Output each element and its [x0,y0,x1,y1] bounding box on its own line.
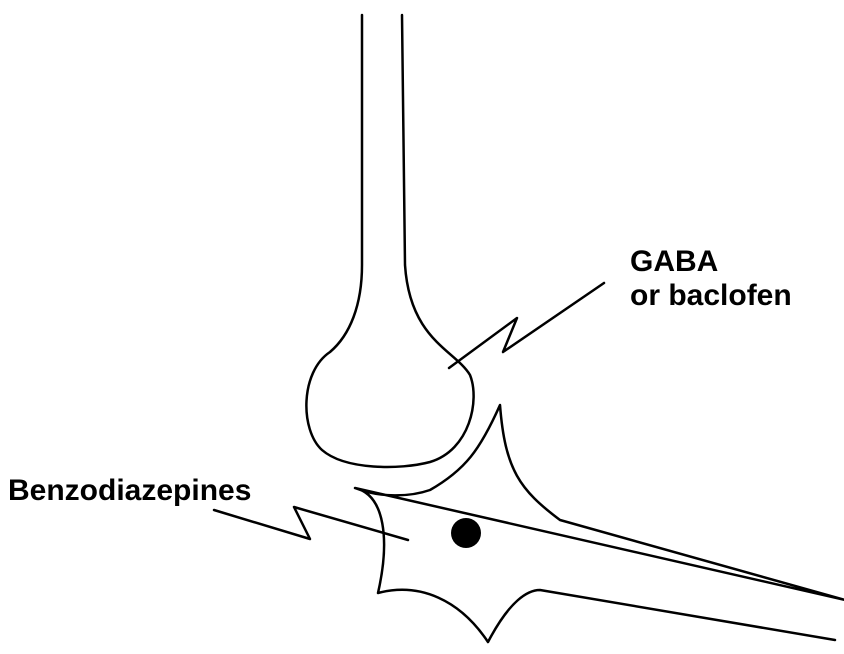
gaba-label: GABA or baclofen [630,245,792,313]
postsynaptic-neuron [355,405,844,642]
nucleus [451,518,481,548]
benzodiazepines-label: Benzodiazepines [8,474,251,508]
presynaptic-terminal [306,15,473,467]
gaba-pointer-line [449,283,604,368]
gaba-label-line1: GABA [630,245,792,279]
gaba-label-line2: or baclofen [630,279,792,313]
